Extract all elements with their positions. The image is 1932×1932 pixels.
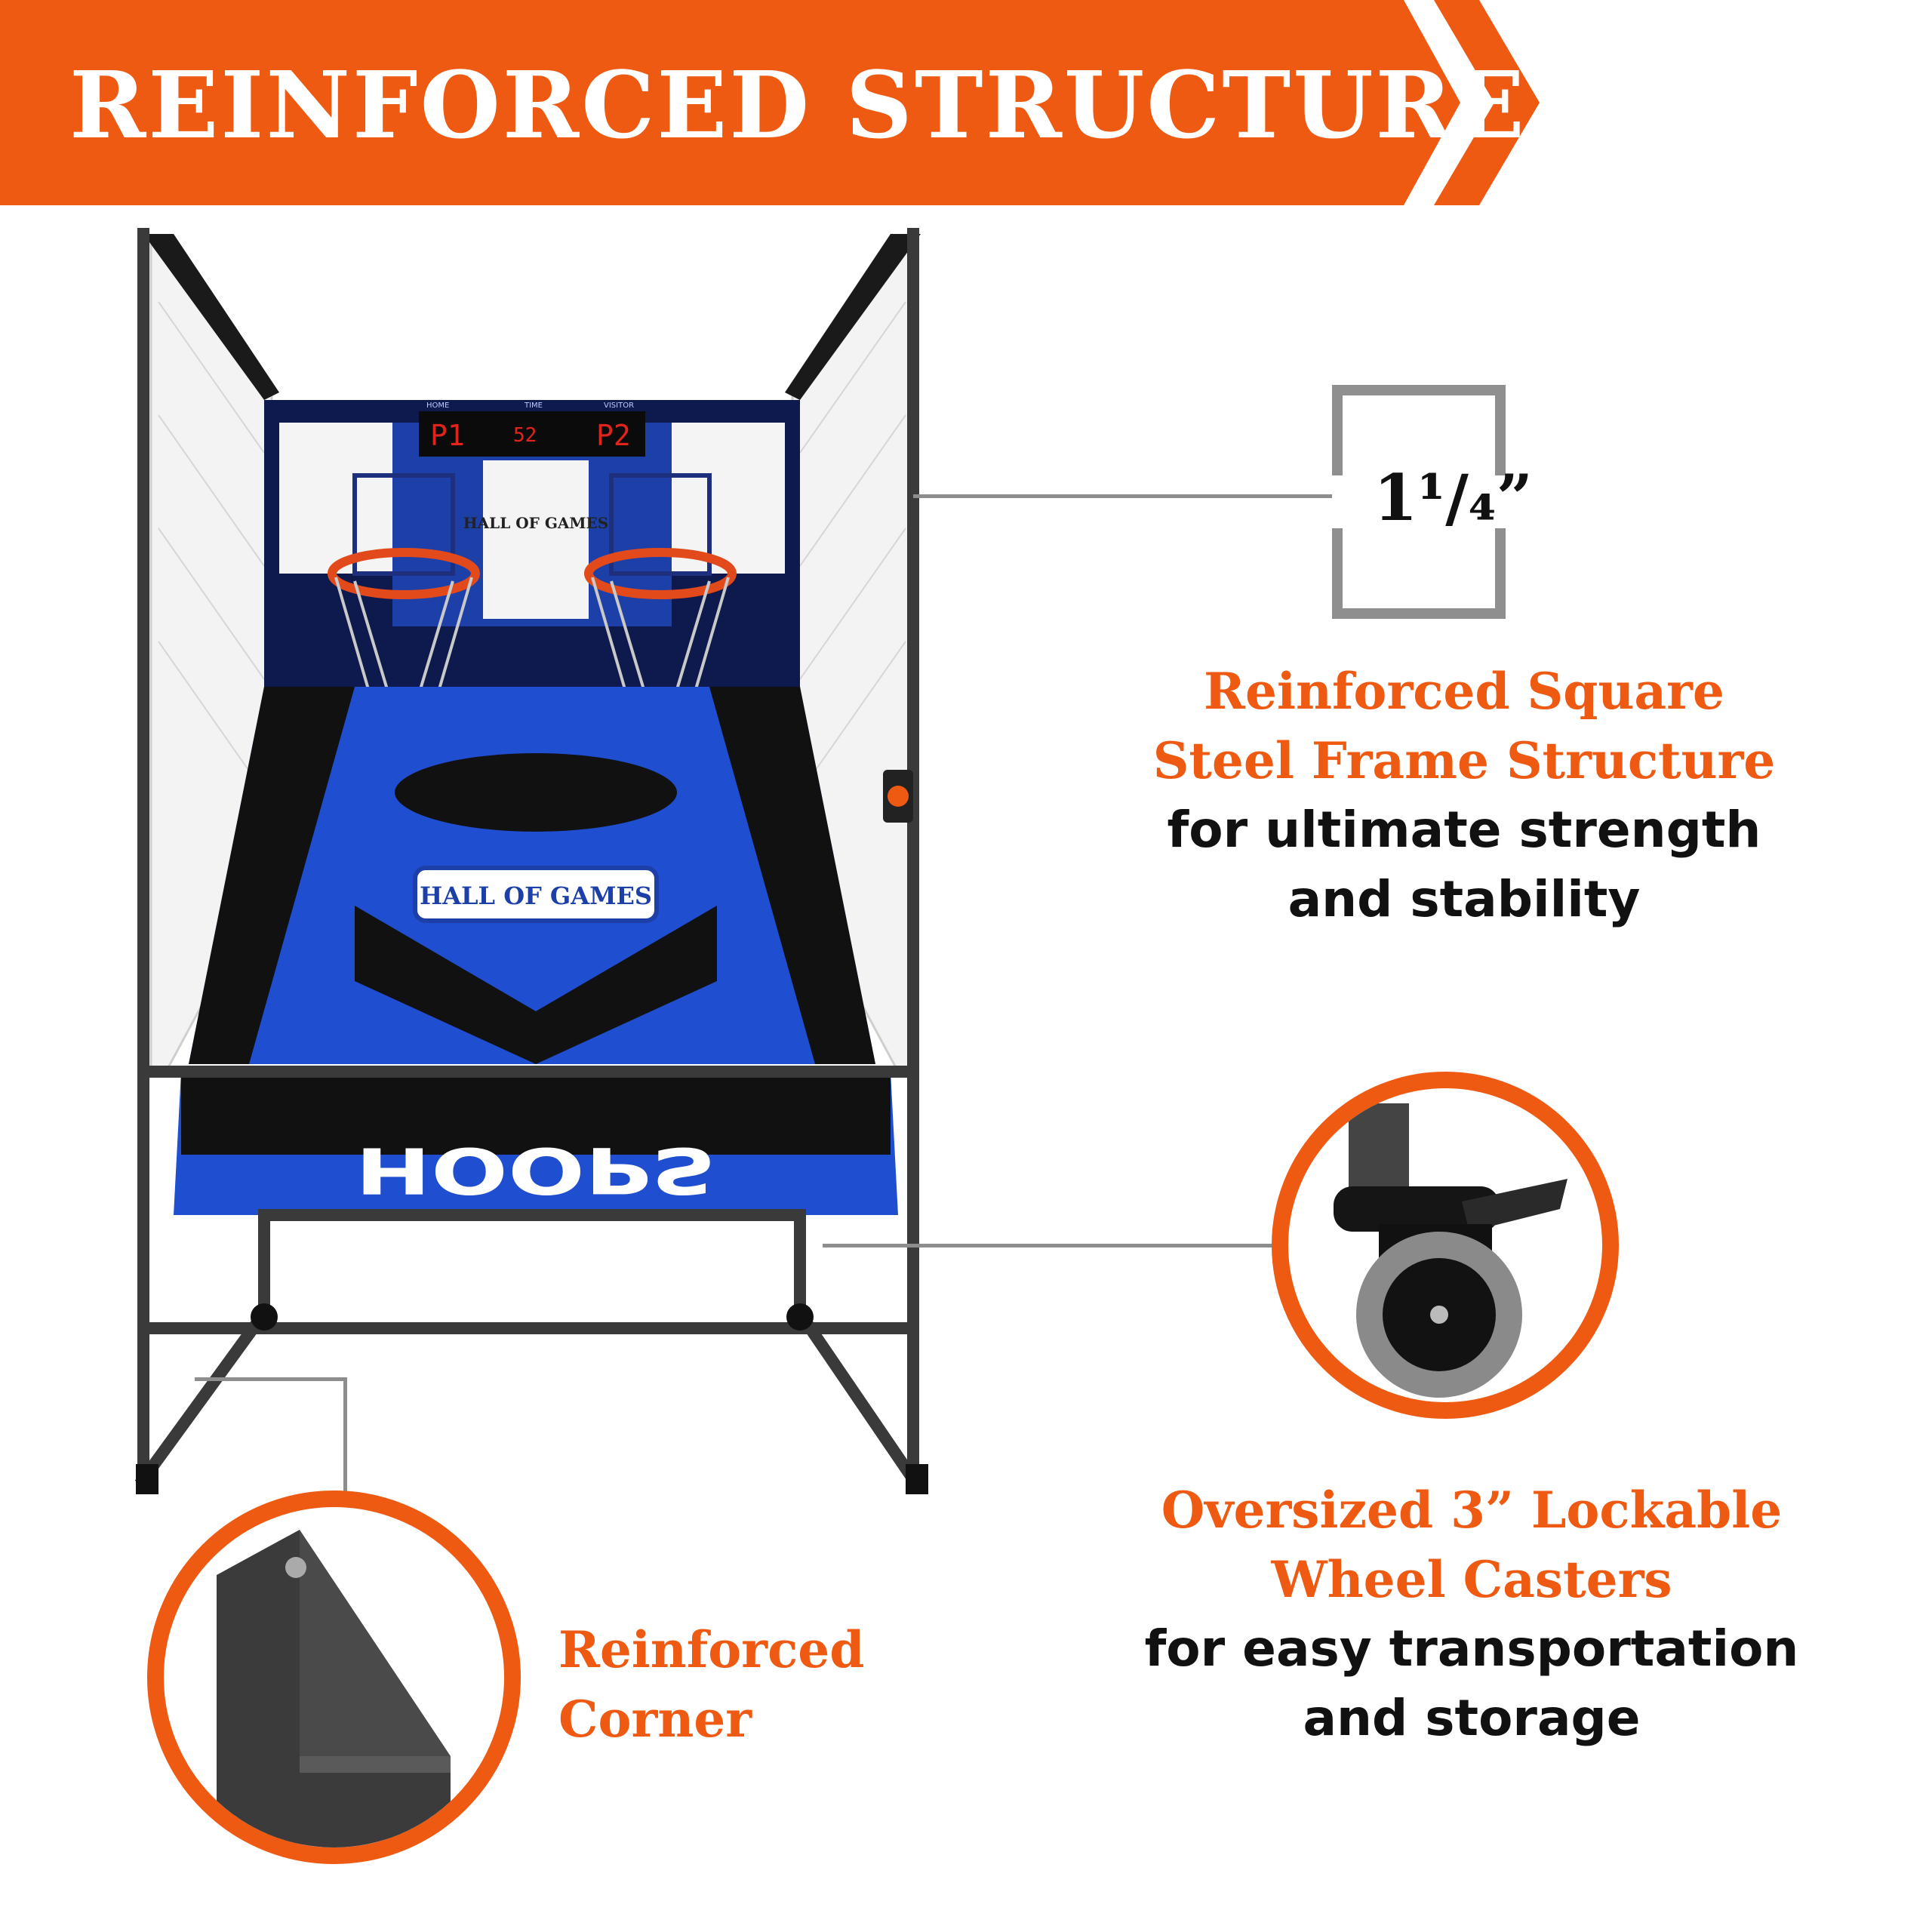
frame-headline-1: Reinforced Square	[1204, 662, 1724, 721]
corner-headline-2: Corner	[558, 1690, 752, 1749]
score-label-time: TIME	[524, 401, 543, 410]
frame-headline-2: Steel Frame Structure	[1152, 731, 1776, 790]
square-tube-diagram	[1328, 385, 1509, 619]
corner-leader-line-h	[195, 1377, 346, 1381]
caster-text-1: for easy transportation	[1144, 1620, 1799, 1678]
caster-headline-2: Wheel Casters	[1271, 1550, 1672, 1609]
arcade-frame-illustration: P1 52 P2 HOME TIME VISITOR HALL OF GAMES…	[134, 228, 928, 1494]
scoreboard-left: P1	[430, 419, 465, 452]
banner-arrow-shape	[0, 0, 1540, 205]
corner-callout: Reinforced Corner	[558, 1615, 981, 1754]
brand-logo-court: HALL OF GAMES	[420, 881, 652, 910]
score-label-visitor: VISITOR	[604, 401, 634, 410]
header-banner: REINFORCED STRUCTURE	[0, 0, 1540, 205]
caster-leader-line	[823, 1244, 1275, 1247]
caster-callout: Oversized 3” Lockable Wheel Casters for …	[1087, 1475, 1857, 1753]
corner-headline-1: Reinforced	[558, 1620, 865, 1679]
tube-size-label: 1¹/₄”	[1374, 460, 1534, 535]
frame-text-2: and stability	[1287, 870, 1641, 928]
frame-text-1: for ultimate strength	[1167, 801, 1761, 859]
caster-text-2: and storage	[1303, 1689, 1641, 1747]
court-word: HOOPS	[355, 1133, 717, 1206]
basketball-arcade-product: P1 52 P2 HOME TIME VISITOR HALL OF GAMES…	[128, 226, 943, 1494]
corner-leader-line-v	[343, 1377, 347, 1498]
caster-headline-1: Oversized 3” Lockable	[1161, 1481, 1783, 1540]
caster-wheel-image	[1334, 1103, 1567, 1398]
corner-closeup	[147, 1491, 521, 1864]
brand-logo-small: HALL OF GAMES	[463, 514, 609, 532]
frame-leader-line	[913, 494, 1332, 498]
scoreboard-time: 52	[513, 424, 537, 447]
frame-callout: Reinforced Square Steel Frame Structure …	[1117, 657, 1811, 934]
caster-closeup	[1272, 1072, 1619, 1419]
scoreboard-right: P2	[596, 419, 631, 452]
corner-bracket-image	[217, 1530, 451, 1847]
banner-title: REINFORCED STRUCTURE	[69, 51, 1527, 159]
score-label-home: HOME	[426, 401, 449, 410]
